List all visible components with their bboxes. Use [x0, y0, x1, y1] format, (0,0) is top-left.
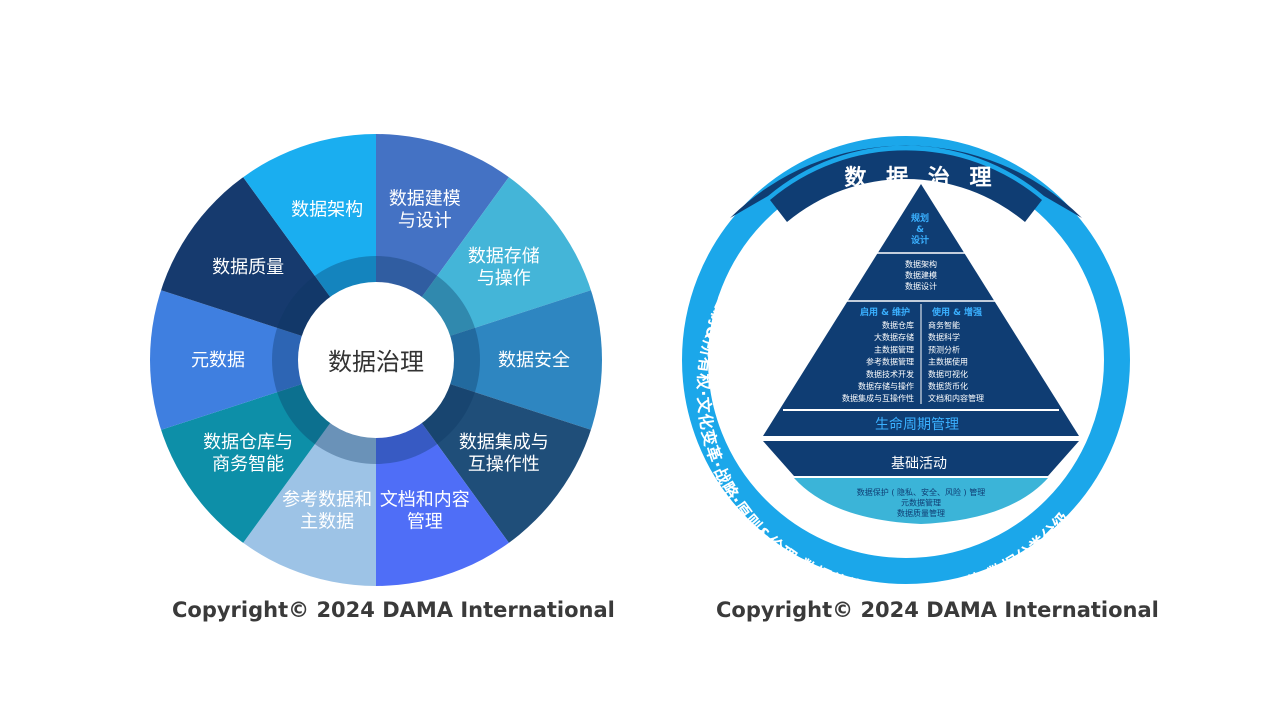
pyramid-text: 设计 — [911, 234, 929, 246]
wheel-segment-label: 互操作性 — [468, 454, 540, 475]
wheel-segment — [150, 134, 376, 360]
pyramid-text: 数据仓库 — [882, 320, 914, 330]
wheel-segment — [150, 261, 376, 459]
apex-title: 规划&设计 — [911, 212, 929, 246]
pyramid-text: 主数据使用 — [928, 357, 968, 367]
wheel-segment-label: 与操作 — [477, 268, 531, 289]
top-band — [770, 150, 1042, 222]
wheel-segment — [376, 360, 565, 586]
wheel-segment-label: 参考数据和 — [282, 489, 372, 510]
wheel-segment-label: 管理 — [407, 511, 443, 532]
wheel-segment — [150, 360, 376, 586]
pyramid-diagram: 数 据 治 理 政策·责任制&所有权·文化变革·战略·原则&伦理·数据估值·数据… — [682, 136, 1130, 603]
pyramid-text: 数据建模 — [905, 270, 937, 280]
pyramid-text: & — [916, 225, 924, 235]
lifecycle-label: 生命周期管理 — [875, 416, 959, 433]
wheel-segment-label: 主数据 — [300, 511, 354, 532]
pyramid-text: 数据架构 — [905, 259, 937, 269]
pyramid-text: 参考数据管理 — [866, 357, 914, 367]
pyramid-text: 规划 — [911, 212, 929, 224]
pyramid-text: 数据质量管理 — [897, 508, 945, 518]
wheel-segment — [376, 360, 602, 586]
pyramid-text: 数据可视化 — [928, 369, 968, 379]
wheel-segment-label: 数据安全 — [498, 350, 570, 371]
wheel-segment-label: 数据质量 — [212, 257, 284, 278]
wheel-segment-label: 数据架构 — [291, 200, 363, 221]
wheel-segment-label: 与设计 — [398, 211, 452, 232]
wheel-segment — [376, 134, 602, 360]
wheel-copyright: Copyright© 2024 DAMA International — [172, 598, 615, 622]
pyramid-text: 主数据管理 — [874, 344, 914, 354]
wheel-segments — [150, 134, 602, 586]
wheel-segment-label: 商务智能 — [212, 454, 284, 475]
wheel-segment-label: 数据存储 — [468, 246, 540, 267]
foundation-base — [794, 478, 1048, 524]
pyramid-text: 元数据管理 — [901, 498, 941, 508]
pyramid-text: 文档和内容管理 — [928, 393, 984, 403]
wheel-segment-label: 数据仓库与 — [203, 432, 293, 453]
wheel-segment-label: 元数据 — [191, 350, 245, 371]
wheel-segment-label: 文档和内容 — [380, 489, 470, 510]
pyramid-text: 商务智能 — [928, 320, 960, 330]
pyramid-text: 数据存储与操作 — [858, 381, 914, 391]
pyramid-text: 数据保护 ( 隐私、安全、风险 ) 管理 — [857, 487, 985, 497]
wheel-segment — [376, 134, 565, 360]
wheel-segment — [187, 134, 376, 360]
pyramid-text: 数据货币化 — [928, 381, 968, 391]
pyramid-text: 大数据存储 — [874, 332, 914, 342]
left-column-title: 启用 & 维护 — [860, 306, 910, 318]
pyramid-text: 数据科学 — [928, 332, 960, 342]
pyramid-text: 预测分析 — [928, 344, 960, 354]
outer-ring — [682, 136, 1130, 584]
wheel-center — [298, 282, 454, 438]
wheel-segment — [376, 261, 602, 459]
wheel-segment-label: 数据建模 — [389, 189, 461, 210]
wheel-segment — [187, 360, 376, 586]
top-band-title: 数 据 治 理 — [845, 165, 998, 191]
right-column-title: 使用 & 增强 — [931, 306, 982, 318]
left-column-items: 数据仓库大数据存储主数据管理参考数据管理数据技术开发数据存储与操作数据集成与互操… — [842, 320, 914, 403]
wheel-center-label: 数据治理 — [328, 348, 424, 376]
pyramid-copyright: Copyright© 2024 DAMA International — [716, 598, 1159, 622]
wheel-segment-label: 数据集成与 — [459, 432, 549, 453]
pyramid-text: 数据集成与互操作性 — [842, 393, 914, 403]
foundation-band — [763, 441, 1079, 476]
pyramid-text: 数据设计 — [905, 281, 937, 291]
foundation-label: 基础活动 — [891, 455, 947, 472]
pyramid-text: 数据技术开发 — [866, 369, 914, 379]
top-band-outer — [730, 145, 1082, 218]
